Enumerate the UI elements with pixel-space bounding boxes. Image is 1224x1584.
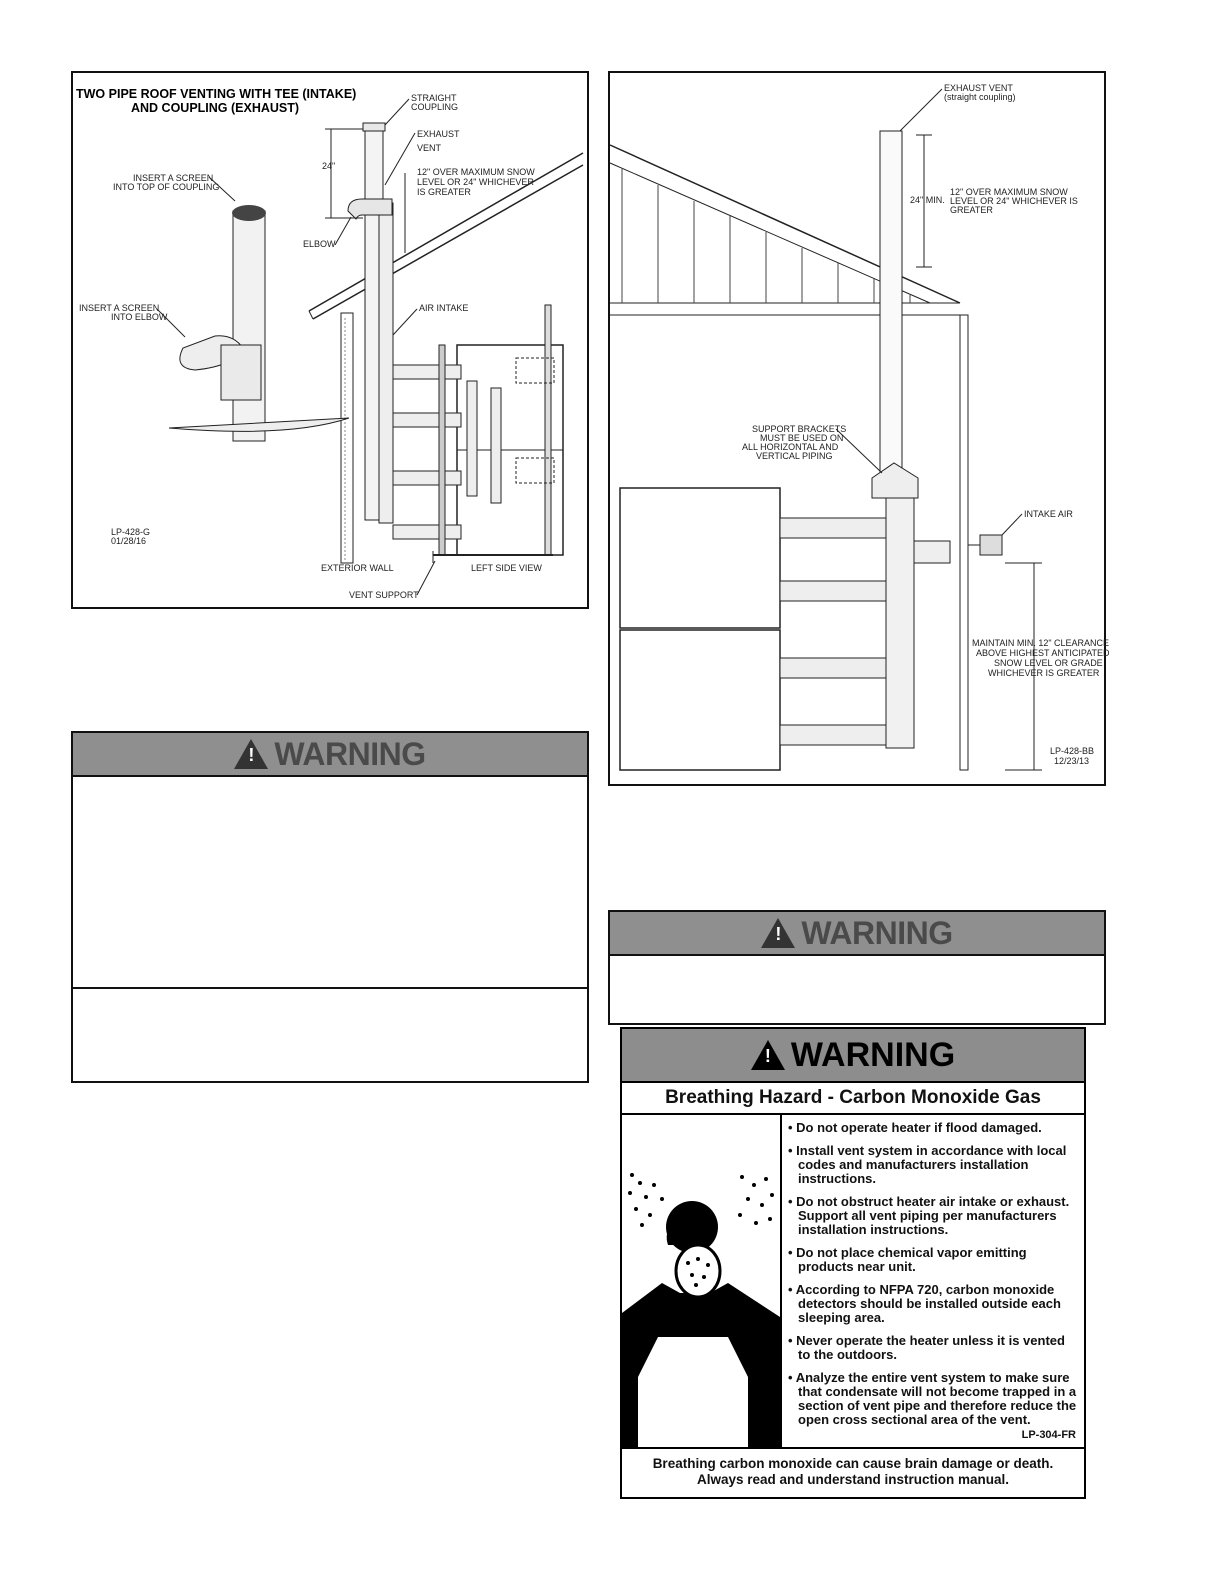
clearance-label-2: ABOVE HIGHEST ANTICIPATED (976, 648, 1110, 658)
exhaust-label-1: EXHAUST (417, 129, 460, 139)
straight-coupling-label-2: COUPLING (411, 102, 458, 112)
breathing-hazard-pictogram (622, 1115, 782, 1447)
list-item: Do not operate heater if flood damaged. (788, 1121, 1078, 1135)
clearance-label-4: WHICHEVER IS GREATER (988, 668, 1100, 678)
roof-venting-drawing-left: TWO PIPE ROOF VENTING WITH TEE (INTAKE) … (76, 87, 584, 600)
co-label-footer: Breathing carbon monoxide can cause brai… (622, 1449, 1084, 1488)
elbow-label: ELBOW (303, 239, 336, 249)
co-label-footer-line1: Breathing carbon monoxide can cause brai… (652, 1456, 1054, 1471)
list-item: Analyze the entire vent system to make s… (788, 1371, 1078, 1427)
co-label-heading: WARNING (790, 1035, 956, 1074)
exhaust-vent-label-1: EXHAUST VENT (944, 83, 1013, 93)
snow-level-right-1: 12" OVER MAXIMUM SNOW (950, 187, 1068, 197)
warning-triangle-icon: ! (750, 1040, 785, 1070)
list-item: Do not obstruct heater air intake or exh… (788, 1195, 1078, 1237)
support-brackets-label-2: MUST BE USED ON (760, 433, 843, 443)
screen-top-label-2: INTO TOP OF COUPLING (113, 182, 219, 192)
co-label-subheading: Breathing Hazard - Carbon Monoxide Gas (622, 1083, 1084, 1115)
snow-level-label-1: 12" OVER MAXIMUM SNOW (417, 167, 535, 177)
warning-divider (73, 987, 587, 989)
co-label-code: LP-304-FR (1021, 1429, 1076, 1441)
list-item: According to NFPA 720, carbon monoxide d… (788, 1283, 1078, 1325)
snow-level-right-3: GREATER (950, 205, 993, 215)
screen-elbow-label-2: INTO ELBOW (111, 312, 168, 322)
dim-24min-label: 24" MIN. (910, 195, 945, 205)
exterior-wall-label: EXTERIOR WALL (321, 563, 394, 573)
diagram-title-line1: TWO PIPE ROOF VENTING WITH TEE (INTAKE) (76, 87, 356, 101)
co-label-bullet-list: Do not operate heater if flood damaged. … (788, 1121, 1078, 1436)
air-intake-label: AIR INTAKE (419, 303, 468, 313)
warning-header-right: ! WARNING (610, 912, 1104, 956)
diagram-title-line2: AND COUPLING (EXHAUST) (131, 101, 299, 115)
snow-level-label-3: IS GREATER (417, 187, 471, 197)
exhaust-label-2: VENT (417, 143, 442, 153)
co-label-header: ! WARNING (622, 1029, 1084, 1083)
list-item: Do not place chemical vapor emitting pro… (788, 1246, 1078, 1274)
roof-venting-diagram-right: EXHAUST VENT (straight coupling) 24" MIN… (608, 71, 1110, 786)
snow-level-label-2: LEVEL OR 24" WHICHEVER (417, 177, 534, 187)
vent-support-label: VENT SUPPORT (349, 590, 419, 600)
screen-top-label-1: INSERT A SCREEN (133, 173, 213, 183)
warning-box-left: ! WARNING (71, 731, 589, 1083)
list-item: Never operate the heater unless it is ve… (788, 1334, 1078, 1362)
straight-coupling-label-1: STRAIGHT (411, 93, 457, 103)
snow-level-right-2: LEVEL OR 24" WHICHEVER IS (950, 196, 1078, 206)
co-warning-label: ! WARNING Breathing Hazard - Carbon Mono… (620, 1027, 1086, 1499)
screen-elbow-label-1: INSERT A SCREEN (79, 303, 159, 313)
exhaust-vent-label-2: (straight coupling) (944, 92, 1016, 102)
code-right-1: LP-428-BB (1050, 746, 1094, 756)
warning-triangle-icon: ! (234, 739, 269, 769)
co-label-footer-line2: Always read and understand instruction m… (696, 1472, 1010, 1487)
support-brackets-label-4: VERTICAL PIPING (756, 451, 833, 461)
list-item: Install vent system in accordance with l… (788, 1144, 1078, 1186)
warning-box-right: ! WARNING (608, 910, 1106, 1025)
co-label-body: Do not operate heater if flood damaged. … (622, 1115, 1084, 1449)
code-label-1: LP-428-G (111, 527, 150, 537)
person-inhaling-gas-icon (622, 1173, 780, 1447)
support-brackets-label-3: ALL HORIZONTAL AND (742, 442, 839, 452)
warning-heading-left: WARNING (274, 735, 426, 772)
clearance-label-3: SNOW LEVEL OR GRADE (994, 658, 1103, 668)
warning-heading-right: WARNING (801, 914, 953, 951)
roof-venting-diagram-left: TWO PIPE ROOF VENTING WITH TEE (INTAKE) … (71, 71, 589, 609)
left-side-view-label: LEFT SIDE VIEW (471, 563, 542, 573)
roof-venting-drawing-right: EXHAUST VENT (straight coupling) 24" MIN… (609, 83, 1110, 771)
dim-24-label: 24" (322, 161, 335, 171)
code-label-2: 01/28/16 (111, 536, 146, 546)
code-right-2: 12/23/13 (1054, 756, 1089, 766)
intake-air-label: INTAKE AIR (1024, 509, 1073, 519)
warning-header-left: ! WARNING (73, 733, 587, 777)
support-brackets-label-1: SUPPORT BRACKETS (752, 424, 846, 434)
clearance-label-1: MAINTAIN MIN. 12" CLEARANCE (972, 638, 1109, 648)
warning-triangle-icon: ! (761, 918, 796, 948)
